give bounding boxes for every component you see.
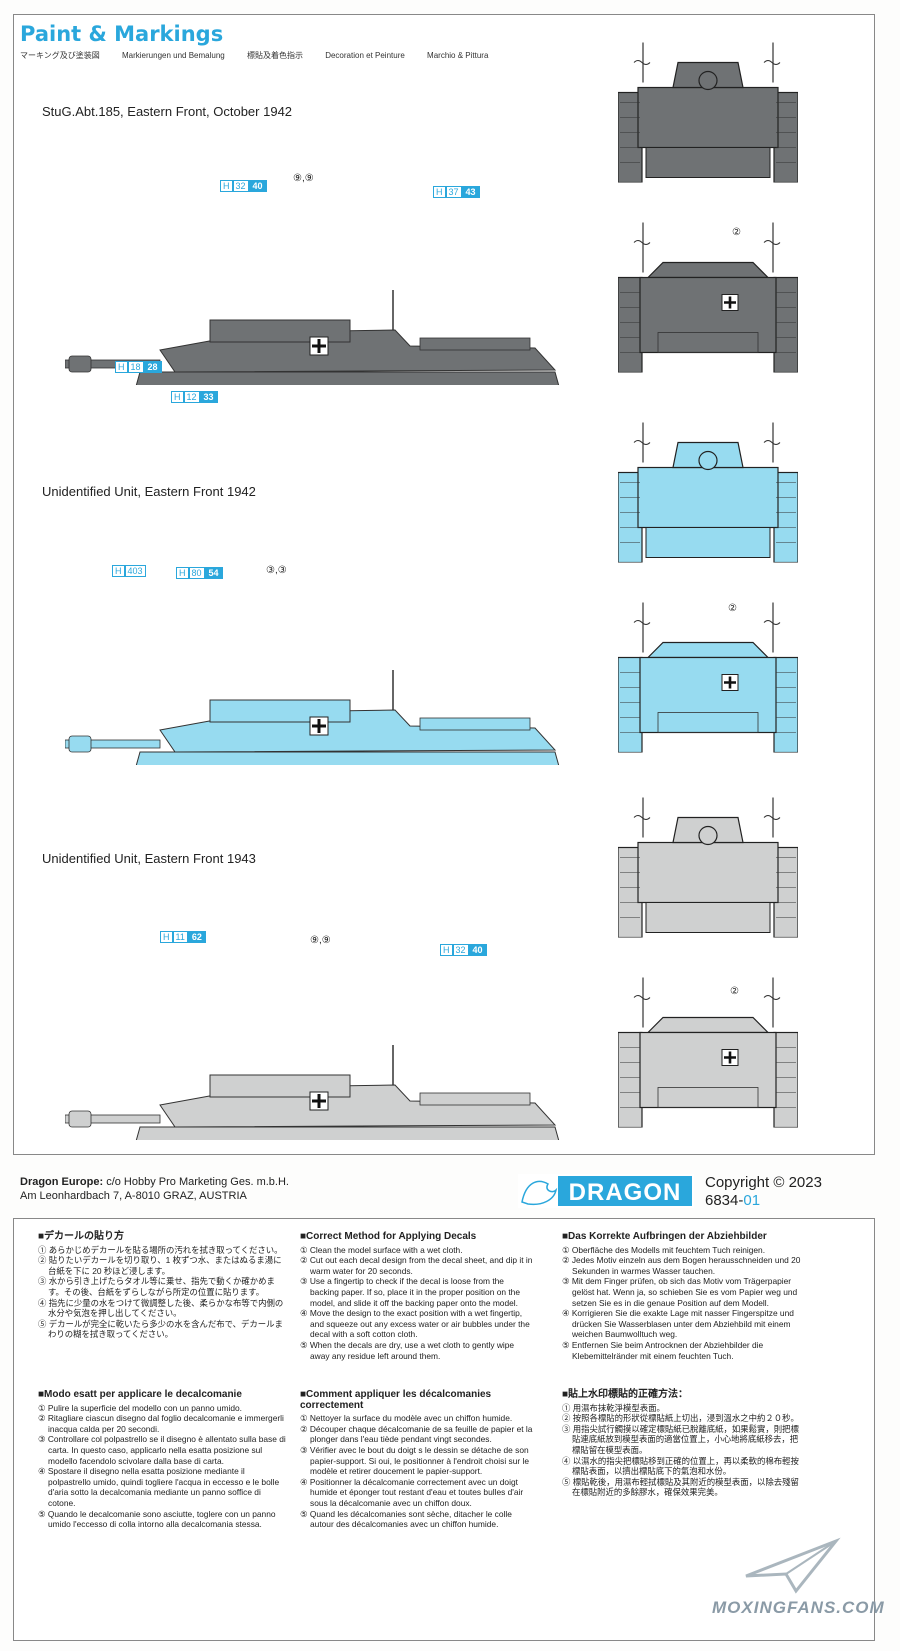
- scheme-1-decal-side: ⑨,⑨: [293, 173, 314, 184]
- instructions-en-step: ⑤ When the decals are dry, use a wet clo…: [300, 1339, 515, 1361]
- dragon-logo: DRAGON: [518, 1174, 694, 1208]
- instructions-en-step: ① Clean the model surface with a wet clo…: [300, 1244, 463, 1255]
- scheme-2-title: Unidentified Unit, Eastern Front 1942: [42, 484, 256, 499]
- instructions-it-step: ③ Controllare col polpastrello se il dis…: [38, 1434, 286, 1466]
- instructions-zh-step: ① 用濕布抹乾淨模型表面。: [562, 1402, 665, 1413]
- instructions-it-step: ④ Spostare il disegno nella esatta posiz…: [38, 1466, 280, 1508]
- instructions-fr-step: ② Découper chaque décalcomanie de sa feu…: [300, 1423, 533, 1445]
- instructions-en-title: ■Correct Method for Applying Decals: [300, 1231, 477, 1242]
- instructions-jp-step: ④ 指先に少量の水をつけて微調整した後、柔らかな布等で内側の水分や気泡を押し出し…: [38, 1297, 284, 1319]
- scheme-2-decal-rear: ②: [728, 603, 737, 614]
- scheme-2-decal-side: ③,③: [266, 565, 287, 576]
- subtitle-languages: マーキング及び塗装図 Markierungen und Bemalung 標貼及…: [20, 50, 508, 61]
- instructions-de-step: ① Oberfläche des Modells mit feuchtem Tu…: [562, 1244, 766, 1255]
- subtitle-fr: Decoration et Peinture: [325, 51, 405, 60]
- scheme-3-decal-rear: ②: [730, 986, 739, 997]
- instructions-jp-step: ② 貼りたいデカールを切り取り、1 枚ずつ水、またはぬるま湯に台紙を下に 20 …: [38, 1255, 282, 1276]
- instructions-jp-step: ① あらかじめデカールを貼る場所の汚れを拭き取ってください。: [38, 1244, 283, 1255]
- subtitle-de: Markierungen und Bemalung: [122, 51, 225, 60]
- instructions-it-step: ① Pulire la superficie del modello con u…: [38, 1402, 242, 1413]
- scheme-1-side-view: [65, 95, 565, 385]
- copyright-block: Copyright © 2023 6834-01: [705, 1174, 822, 1210]
- scheme-3-front-view: [618, 785, 798, 950]
- company-label: Dragon Europe:: [20, 1176, 104, 1188]
- scheme-3-title: Unidentified Unit, Eastern Front 1943: [42, 851, 256, 866]
- instructions-fr: ■Comment appliquer les décalcomanies cor…: [300, 1389, 535, 1530]
- instructions-en: ■Correct Method for Applying Decals ① Cl…: [300, 1231, 535, 1361]
- instructions-de-step: ⑤ Entfernen Sie beim Antrocknen der Abzi…: [562, 1339, 764, 1361]
- instructions-zh-step: ② 按照各標貼的形狀從標貼紙上切出，浸到溫水之中約２０秒。: [562, 1413, 799, 1424]
- instructions-fr-step: ⑤ Quand les décalcomanies sont sèche, di…: [300, 1508, 512, 1530]
- instructions-zh-step: ③ 用指尖試行觸摸以確定標貼紙已脫離底紙，如果鬆實，則把標貼連底紙放到模型表面的…: [562, 1423, 799, 1455]
- logo-text: DRAGON: [569, 1179, 682, 1206]
- subtitle-it: Marchio & Pittura: [427, 51, 489, 60]
- instructions-jp-step: ⑤ デカールが完全に乾いたら多少の水を含んだ布で、デカールまわりの糊を拭き取って…: [38, 1318, 283, 1340]
- instructions-it-step: ② Ritagliare ciascun disegno dal foglio …: [38, 1413, 284, 1434]
- scheme-1-title: StuG.Abt.185, Eastern Front, October 194…: [42, 104, 293, 119]
- scheme-3-rear-view: [618, 970, 798, 1135]
- paint-markings-sheet: [13, 14, 875, 1155]
- instructions-fr-title: ■Comment appliquer les décalcomanies cor…: [300, 1389, 492, 1411]
- instructions-en-step: ③ Use a fingertip to check if the decal …: [300, 1276, 520, 1308]
- scheme-2-side-view: [65, 475, 565, 765]
- instructions-it-step: ⑤ Quando le decalcomanie sono asciutte, …: [38, 1508, 276, 1530]
- instructions-zh-step: ⑤ 標貼乾後，用濕布輕拭標貼及其附近的模型表面，以除去殘留在標貼附近的多餘膠水，…: [562, 1476, 799, 1498]
- instructions-it: ■Modo esatt per applicare le decalcomani…: [38, 1389, 288, 1530]
- paper-plane-watermark-icon: [745, 1537, 841, 1594]
- instructions-zh: ■貼上水印標貼的正確方法： ① 用濕布抹乾淨模型表面。 ② 按照各標貼的形狀從標…: [562, 1389, 802, 1498]
- instructions-en-step: ④ Move the design to the exact position …: [300, 1308, 530, 1340]
- subtitle-jp: マーキング及び塗装図: [20, 51, 100, 60]
- scheme-2-rear-view: [618, 595, 798, 760]
- company-line2: Am Leonhardbach 7, A-8010 GRAZ, AUSTRIA: [20, 1190, 247, 1202]
- instructions-en-step: ② Cut out each decal design from the dec…: [300, 1255, 533, 1276]
- scheme-1-decal-rear: ②: [732, 227, 741, 238]
- instructions-de: ■Das Korrekte Aufbringen der Abziehbilde…: [562, 1231, 802, 1361]
- scheme-1-rear-view: [618, 215, 798, 380]
- instructions-fr-step: ① Nettoyer la surface du modèle avec un …: [300, 1413, 513, 1424]
- instructions-de-title: ■Das Korrekte Aufbringen der Abziehbilde…: [562, 1231, 767, 1242]
- instructions-zh-title: ■貼上水印標貼的正確方法：: [562, 1389, 689, 1400]
- copyright-text: Copyright © 2023: [705, 1174, 822, 1191]
- subtitle-zh: 標貼及着色指示: [246, 51, 303, 60]
- decal-instructions-box: [13, 1218, 875, 1641]
- site-watermark: MOXINGFANS.COM: [712, 1598, 885, 1617]
- scheme-3-side-view: [65, 850, 565, 1140]
- scheme-2-front-view: [618, 410, 798, 575]
- scheme-1-front-view: [618, 30, 798, 195]
- instructions-it-title: ■Modo esatt per applicare le decalcomani…: [38, 1389, 242, 1400]
- instructions-de-step: ③ Mit dem Finger prüfen, ob sich das Mot…: [562, 1276, 798, 1308]
- company-line1: c/o Hobby Pro Marketing Ges. m.b.H.: [106, 1176, 289, 1188]
- instructions-fr-step: ③ Vérifier avec le bout du doigt s le de…: [300, 1444, 530, 1477]
- instructions-fr-step: ④ Positionner la décalcomanie correcteme…: [300, 1476, 524, 1508]
- page-title: Paint & Markings: [20, 22, 224, 46]
- instructions-de-step: ② Jedes Motiv einzeln aus dem Bogen hera…: [562, 1255, 801, 1276]
- instructions-jp-step: ③ 水から引き上げたらタオル等に乗せ、指先で動くか確かめます。その後、台紙をずら…: [38, 1276, 275, 1297]
- product-code: 6834-01: [705, 1192, 761, 1209]
- instructions-de-step: ④ Korrigieren Sie die exakte Lage mit na…: [562, 1308, 794, 1340]
- instructions-jp-title: ■デカールの貼り方: [38, 1231, 125, 1242]
- scheme-3-decal-side: ⑨,⑨: [310, 935, 331, 946]
- instructions-zh-step: ④ 以濕水的指尖把標貼移到正確的位置上，再以柔軟的棉布輕按標貼表面，以擠出標貼底…: [562, 1455, 799, 1477]
- instructions-jp: ■デカールの貼り方 ① あらかじめデカールを貼る場所の汚れを拭き取ってください。…: [38, 1231, 288, 1340]
- company-address: Dragon Europe: c/o Hobby Pro Marketing G…: [20, 1175, 289, 1203]
